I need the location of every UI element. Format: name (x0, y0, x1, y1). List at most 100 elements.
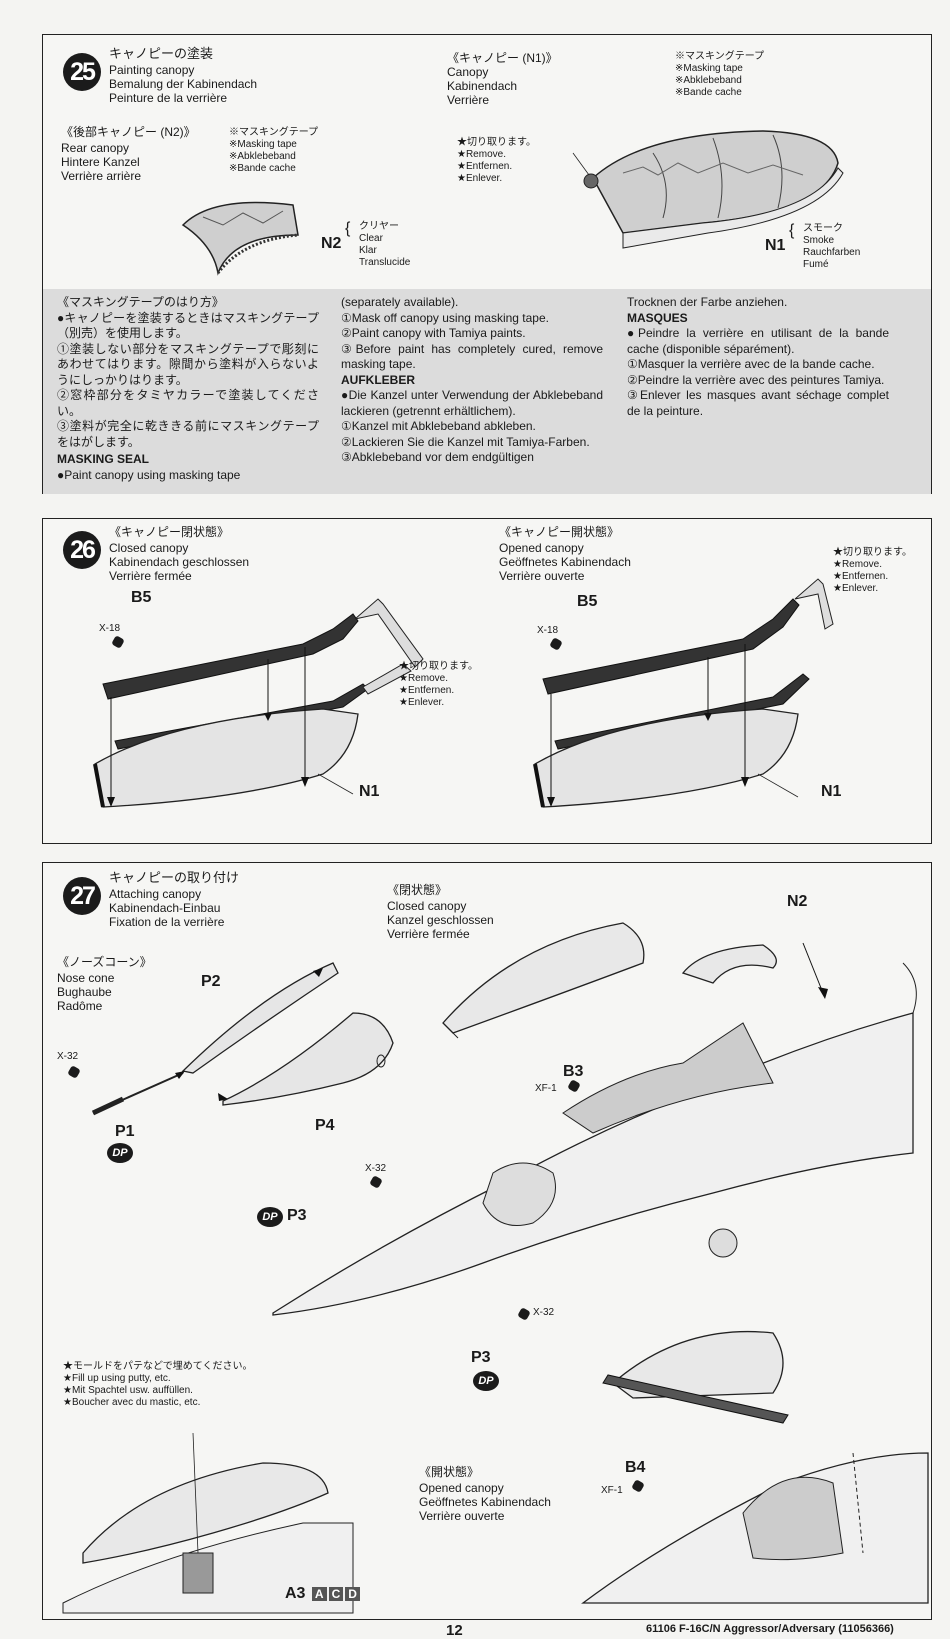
n1-label: N1 (821, 783, 842, 800)
masking-instructions: 《マスキングテープのはり方》 ●キャノピーを塗装するときはマスキングテープ（別売… (43, 289, 931, 494)
closed-de: Kabinendach geschlossen (109, 555, 250, 569)
remove-fr: ★Enlever. (399, 697, 445, 708)
rear-header-fr: Verrière arrière (61, 169, 142, 183)
title-jp: キャノピーの塗装 (109, 46, 214, 61)
remove-en: ★Remove. (833, 559, 882, 570)
p1-label: P1 (115, 1123, 135, 1140)
masking-fr-3: ②Peindre la verrière avec des peintures … (627, 372, 885, 387)
remove-en: ★Remove. (457, 149, 506, 160)
masking-en-5: ③Before paint has completely cured, remo… (341, 341, 603, 372)
remove-de: ★Entfernen. (399, 685, 455, 696)
step-26-panel: 26 《キャノピー閉状態》 Closed canopy Kabinendach … (42, 518, 932, 844)
rear-header-en: Rear canopy (61, 141, 130, 155)
masking-note-jp: ※マスキングテープ (229, 127, 319, 138)
title-fr: Fixation de la verrière (109, 915, 225, 929)
masking-col-2: (separately available). ①Mask off canopy… (341, 295, 603, 466)
opened-jp: 《キャノピー開状態》 (499, 525, 620, 539)
opened-fr: Verrière ouverte (419, 1509, 505, 1523)
b5-label: B5 (577, 593, 598, 610)
opened-de: Geöffnetes Kabinendach (499, 555, 631, 569)
masking-de-heading: AUFKLEBER (341, 372, 415, 387)
p4-label: P4 (315, 1117, 335, 1134)
remove-jp: ★切り取ります。 (399, 661, 478, 672)
n1-color-fr: Fumé (803, 259, 829, 270)
putty-detail-drawing (62, 1432, 354, 1614)
masking-jp-heading: 《マスキングテープのはり方》 (57, 295, 224, 309)
masking-de-4: ③Abklebeband vor dem endgültigen (341, 450, 534, 464)
title-en: Painting canopy (109, 63, 195, 77)
fuselage-drawing (272, 922, 917, 1316)
a3-text: A3 (285, 1585, 306, 1602)
p3-label: P3 (471, 1349, 491, 1366)
rear-header-jp: 《後部キャノピー (N2)》 (61, 125, 196, 139)
rear-header-de: Hintere Kanzel (61, 155, 140, 169)
n1-header-en: Canopy (447, 65, 489, 79)
remove-de: ★Entfernen. (833, 571, 889, 582)
variant-a-badge: A (311, 1587, 327, 1601)
masking-de-5: Trocknen der Farbe anziehen. (627, 295, 788, 309)
x32-label: X-32 (365, 1163, 387, 1174)
masking-col-3: Trocknen der Farbe anziehen. MASQUES ●Pe… (627, 295, 889, 419)
dp-badge: DP (473, 1371, 499, 1391)
opened-en: Opened canopy (419, 1481, 504, 1495)
masking-en-heading: MASKING SEAL (57, 452, 150, 466)
masking-jp-2: ①塗装しない部分をマスキングテープで彫刻にあわせてはります。隙間から塗料が入らな… (57, 341, 319, 387)
n2-color-en: Clear (359, 233, 383, 244)
n1-header-fr: Verrière (447, 93, 490, 107)
brace-icon: { (345, 220, 351, 237)
title-en: Attaching canopy (109, 887, 202, 901)
b3-label: B3 (563, 1063, 584, 1080)
remove-en: ★Remove. (399, 673, 448, 684)
masking-fr-heading: MASQUES (627, 310, 688, 325)
x32-label: X-32 (533, 1307, 555, 1318)
nose-fr: Radôme (57, 999, 103, 1013)
b5-label: B5 (131, 589, 152, 606)
masking-en-2: (separately available). (341, 295, 459, 309)
n2-label: N2 (321, 235, 342, 252)
nose-jp: 《ノーズコーン》 (57, 955, 152, 969)
opened-canopy-drawing (581, 1330, 929, 1604)
masking-de-2: ①Kanzel mit Abklebeband abkleben. (341, 419, 536, 433)
closed-de: Kanzel geschlossen (387, 913, 494, 927)
n1-label: N1 (765, 237, 786, 254)
masking-col-1: 《マスキングテープのはり方》 ●キャノピーを塗装するときはマスキングテープ（別売… (57, 295, 319, 483)
masking-jp-4: ③塗料が完全に乾ききる前にマスキングテープをはがします。 (57, 419, 319, 449)
remove-fr: ★Enlever. (457, 173, 503, 184)
variant-d-badge: D (345, 1587, 360, 1601)
closed-fr: Verrière fermée (109, 569, 192, 583)
n2-color-de: Klar (359, 245, 377, 256)
n1-color-de: Rauchfarben (803, 247, 861, 258)
closed-jp: 《キャノピー閉状態》 (109, 525, 230, 539)
masking-en-4: ②Paint canopy with Tamiya paints. (341, 326, 526, 340)
n1-canopy-drawing (572, 130, 844, 249)
masking-jp-1: ●キャノピーを塗装するときはマスキングテープ（別売）を使用します。 (57, 310, 319, 341)
n2-color-fr: Translucide (359, 257, 411, 268)
rear-canopy-drawing (181, 201, 299, 276)
remove-jp: ★切り取ります。 (457, 137, 536, 148)
masking-note-fr: ※Bande cache (229, 163, 296, 174)
title-fr: Peinture de la verrière (109, 91, 228, 105)
b4-label: B4 (625, 1459, 646, 1476)
title-jp: キャノピーの取り付け (109, 870, 240, 885)
n1-color-en: Smoke (803, 235, 835, 246)
opened-fr: Verrière ouverte (499, 569, 585, 583)
xf1-label: XF-1 (601, 1485, 623, 1496)
n2-label: N2 (787, 893, 808, 910)
masking-note-en: ※Masking tape (675, 63, 743, 74)
x32-label: X-32 (57, 1051, 79, 1062)
masking-fr-4: ③Enlever les masques avant séchage compl… (627, 388, 889, 418)
page-number: 12 (446, 1622, 463, 1639)
masking-note-de: ※Abklebeband (675, 75, 742, 86)
step-25-panel: 25 キャノピーの塗装 Painting canopy Bemalung der… (42, 34, 932, 494)
dp-badge: DP (107, 1143, 133, 1163)
closed-en: Closed canopy (109, 541, 189, 555)
variant-c-badge: C (328, 1587, 344, 1601)
closed-canopy-assembly (93, 598, 424, 808)
closed-en: Closed canopy (387, 899, 467, 913)
putty-en: ★Fill up using putty, etc. (63, 1373, 171, 1384)
n1-color-jp: スモーク (803, 223, 843, 234)
step-27-panel: 27 キャノピーの取り付け Attaching canopy Kabinenda… (42, 862, 932, 1620)
putty-de: ★Mit Spachtel usw. auffüllen. (63, 1385, 193, 1396)
title-de: Bemalung der Kabinendach (109, 77, 258, 91)
opened-de: Geöffnetes Kabinendach (419, 1495, 551, 1509)
